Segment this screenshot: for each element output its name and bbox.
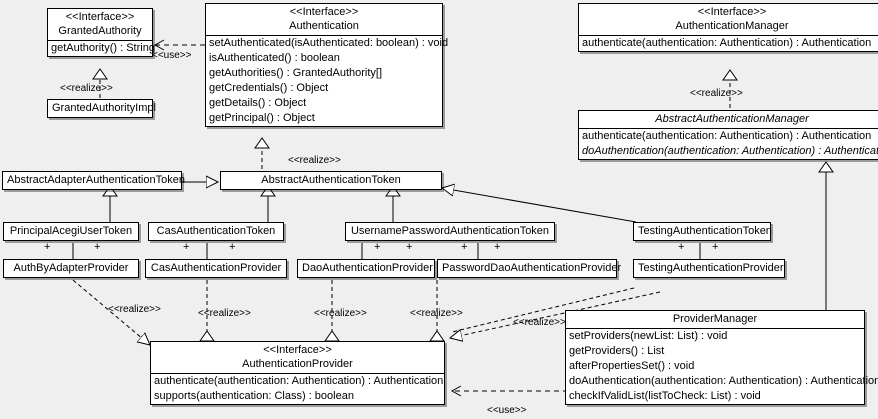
testing-authentication-provider-name: TestingAuthenticationProvider [638,262,784,274]
class-member: setProviders(newList: List) : void [569,330,728,342]
class-provider-manager[interactable]: ProviderManager setProviders(newList: Li… [565,310,878,405]
authentication-provider-name: AuthenticationProvider [242,358,353,370]
class-dao-authentication-provider[interactable]: DaoAuthenticationProvider [297,259,435,278]
authentication-manager-stereotype: <<Interface>> [697,6,767,18]
class-member: isAuthenticated() : boolean [209,52,340,64]
class-abstract-authentication-token[interactable]: AbstractAuthenticationToken [220,171,442,190]
class-member: authenticate(authentication: Authenticat… [582,130,872,142]
class-cas-authentication-provider[interactable]: CasAuthenticationProvider [145,259,287,278]
label-realize-grantedauthorityimpl: <<realize>> [60,83,113,94]
assoc-plus-marker: + [461,241,468,253]
abstract-authentication-manager-members: authenticate(authentication: Authenticat… [579,128,878,159]
password-dao-authentication-provider-name: PasswordDaoAuthenticationProvider [442,262,622,274]
class-testing-authentication-provider[interactable]: TestingAuthenticationProvider [633,259,785,278]
authentication-provider-stereotype: <<Interface>> [263,344,332,356]
assoc-plus-marker: + [183,241,190,253]
assoc-plus-marker: + [494,241,501,253]
assoc-plus-marker: + [94,241,101,253]
class-authentication-manager[interactable]: <<Interface>> AuthenticationManager auth… [578,3,878,52]
label-use-authentication-grantedauthority: <<use>> [152,50,192,61]
class-member: getPrincipal() : Object [209,112,315,124]
auth-by-adapter-provider-name: AuthByAdapterProvider [13,262,129,274]
class-member: setAuthenticated(isAuthenticated: boolea… [209,37,449,49]
authentication-name: Authentication [289,20,359,32]
cas-authentication-provider-name: CasAuthenticationProvider [150,262,282,274]
edge-testingtoken-extends-abstractauthtoken [442,188,637,223]
label-realize-authbyadapter: <<realize>> [108,304,161,315]
class-password-dao-authentication-provider[interactable]: PasswordDaoAuthenticationProvider [437,259,621,278]
authentication-manager-members: authenticate(authentication: Authenticat… [579,35,878,51]
dao-authentication-provider-name: DaoAuthenticationProvider [302,262,433,274]
class-testing-authentication-token[interactable]: TestingAuthenticationToken [633,222,772,241]
label-realize-abstract-auth-token: <<realize>> [288,155,341,166]
class-cas-authentication-token[interactable]: CasAuthenticationToken [148,222,284,241]
class-username-password-authentication-token[interactable]: UsernamePasswordAuthenticationToken [345,222,555,241]
class-member: doAuthentication(authentication: Authent… [582,145,878,157]
class-member: getAuthorities() : GrantedAuthority[] [209,67,383,79]
class-authentication-provider[interactable]: <<Interface>> AuthenticationProvider aut… [150,341,445,405]
class-member: getProviders() : List [569,345,665,357]
abstract-authentication-token-name: AbstractAuthenticationToken [261,174,401,186]
principal-acegi-user-token-name: PrincipalAcegiUserToken [9,225,133,237]
granted-authority-name: GrantedAuthority [58,25,142,37]
class-member: getCredentials() : Object [209,82,329,94]
class-member: getAuthority() : String [51,42,155,54]
label-use-providermanager: <<use>> [487,405,527,416]
class-abstract-authentication-manager[interactable]: AbstractAuthenticationManager authentica… [578,110,878,160]
class-authentication[interactable]: <<Interface>> Authentication setAuthenti… [205,3,449,127]
assoc-plus-marker: + [712,241,719,253]
granted-authority-impl-name: GrantedAuthorityImpl [52,102,156,114]
testing-authentication-token-name: TestingAuthenticationToken [638,225,772,237]
assoc-plus-marker: + [44,241,51,253]
authentication-members: setAuthenticated(isAuthenticated: boolea… [206,35,449,126]
class-granted-authority-impl[interactable]: GrantedAuthorityImpl [47,99,156,118]
class-auth-by-adapter-provider[interactable]: AuthByAdapterProvider [3,259,139,278]
class-member: doAuthentication(authentication: Authent… [569,375,878,387]
class-member: authenticate(authentication: Authenticat… [582,37,872,49]
provider-manager-name: ProviderManager [672,313,758,325]
authentication-provider-members: authenticate(authentication: Authenticat… [151,373,444,404]
assoc-plus-marker: + [229,241,236,253]
label-realize-abstract-auth-manager: <<realize>> [690,88,743,99]
class-member: afterPropertiesSet() : void [569,360,695,372]
granted-authority-members: getAuthority() : String [48,40,155,56]
abstract-adapter-authentication-token-name: AbstractAdapterAuthenticationToken [7,174,185,186]
label-realize-cas: <<realize>> [198,308,251,319]
class-member: authenticate(authentication: Authenticat… [154,375,444,387]
granted-authority-stereotype: <<Interface>> [65,11,135,23]
class-principal-acegi-user-token[interactable]: PrincipalAcegiUserToken [3,222,139,241]
label-realize-passworddao: <<realize>> [410,308,463,319]
assoc-plus-marker: + [374,241,381,253]
abstract-authentication-manager-name: AbstractAuthenticationManager [655,113,809,125]
class-member: getDetails() : Object [209,97,307,109]
username-password-authentication-token-name: UsernamePasswordAuthenticationToken [350,225,550,237]
cas-authentication-token-name: CasAuthenticationToken [156,225,276,237]
label-realize-providermanager: <<realize>> [513,317,566,328]
class-member: checkIfValidList(listToCheck: List) : vo… [569,390,761,402]
authentication-manager-name: AuthenticationManager [675,20,789,32]
assoc-plus-marker: + [406,241,413,253]
class-abstract-adapter-authentication-token[interactable]: AbstractAdapterAuthenticationToken [2,171,185,190]
label-realize-dao: <<realize>> [314,308,367,319]
assoc-plus-marker: + [678,241,685,253]
class-granted-authority[interactable]: <<Interface>> GrantedAuthority getAuthor… [47,8,155,57]
class-member: supports(authentication: Class) : boolea… [154,390,354,402]
provider-manager-members: setProviders(newList: List) : void getPr… [566,328,878,404]
authentication-stereotype: <<Interface>> [289,6,359,18]
